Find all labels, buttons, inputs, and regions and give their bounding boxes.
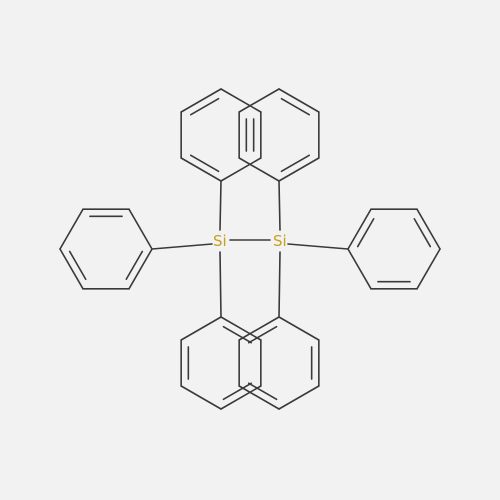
- ph-upper-right-double-0: [280, 154, 311, 173]
- bond-si2-ph-upper-right: [278, 180, 281, 231]
- bond-si1-ph-upper-left: [219, 180, 222, 231]
- bond-si2-ph-right: [287, 243, 349, 250]
- ph-upper-right-bond-3: [238, 88, 280, 113]
- ph-left-bond-2: [59, 248, 84, 290]
- bond-si1-ph-left: [151, 243, 213, 250]
- ph-upper-left-bond-3: [180, 88, 222, 113]
- ph-lower-left-bond-3: [180, 316, 222, 341]
- ph-lower-left-bond-1: [180, 385, 222, 410]
- atom-label-layer: Si Si: [213, 232, 287, 250]
- ph-lower-right-double-3: [247, 325, 278, 344]
- ph-left-bond-5: [128, 208, 153, 250]
- ph-lower-right-bond-4: [278, 316, 320, 341]
- ph-lower-left-bond-0: [220, 385, 262, 410]
- ph-right-double-5: [413, 217, 432, 248]
- ph-left-bond-0: [128, 248, 153, 290]
- atom-label-si1: Si: [213, 232, 227, 250]
- bond-layer: [59, 88, 441, 410]
- ph-lower-left-bond-4: [220, 316, 262, 341]
- bond-si1-ph-lower-left: [219, 251, 222, 318]
- ph-left-bond-3: [59, 208, 84, 250]
- ph-upper-left-bond-1: [180, 157, 222, 182]
- ph-upper-right-bond-0: [278, 157, 320, 182]
- ph-upper-right-bond-1: [238, 157, 280, 182]
- atom-label-si2: Si: [273, 232, 287, 250]
- ph-right-bond-0: [416, 248, 441, 290]
- ph-lower-right-double-1: [247, 382, 278, 401]
- ph-upper-right-double-4: [280, 97, 311, 116]
- ph-right-double-3: [356, 217, 375, 248]
- ph-left-double-2: [68, 250, 87, 281]
- ph-upper-right-bond-4: [278, 88, 320, 113]
- ph-right-bond-2: [347, 248, 372, 290]
- ph-left-double-0: [125, 250, 144, 281]
- bond-si2-ph-lower-right: [278, 251, 281, 318]
- ph-right-bond-3: [347, 208, 372, 250]
- ph-lower-right-bond-3: [238, 316, 280, 341]
- ph-lower-right-bond-0: [278, 385, 320, 410]
- ph-right-bond-5: [416, 208, 441, 250]
- ph-lower-left-double-4: [222, 325, 253, 344]
- ph-upper-left-bond-4: [220, 88, 262, 113]
- ph-upper-left-double-3: [189, 97, 220, 116]
- ph-lower-right-bond-1: [238, 385, 280, 410]
- ph-upper-left-bond-0: [220, 157, 262, 182]
- ph-upper-left-double-1: [189, 154, 220, 173]
- ph-lower-left-double-0: [222, 382, 253, 401]
